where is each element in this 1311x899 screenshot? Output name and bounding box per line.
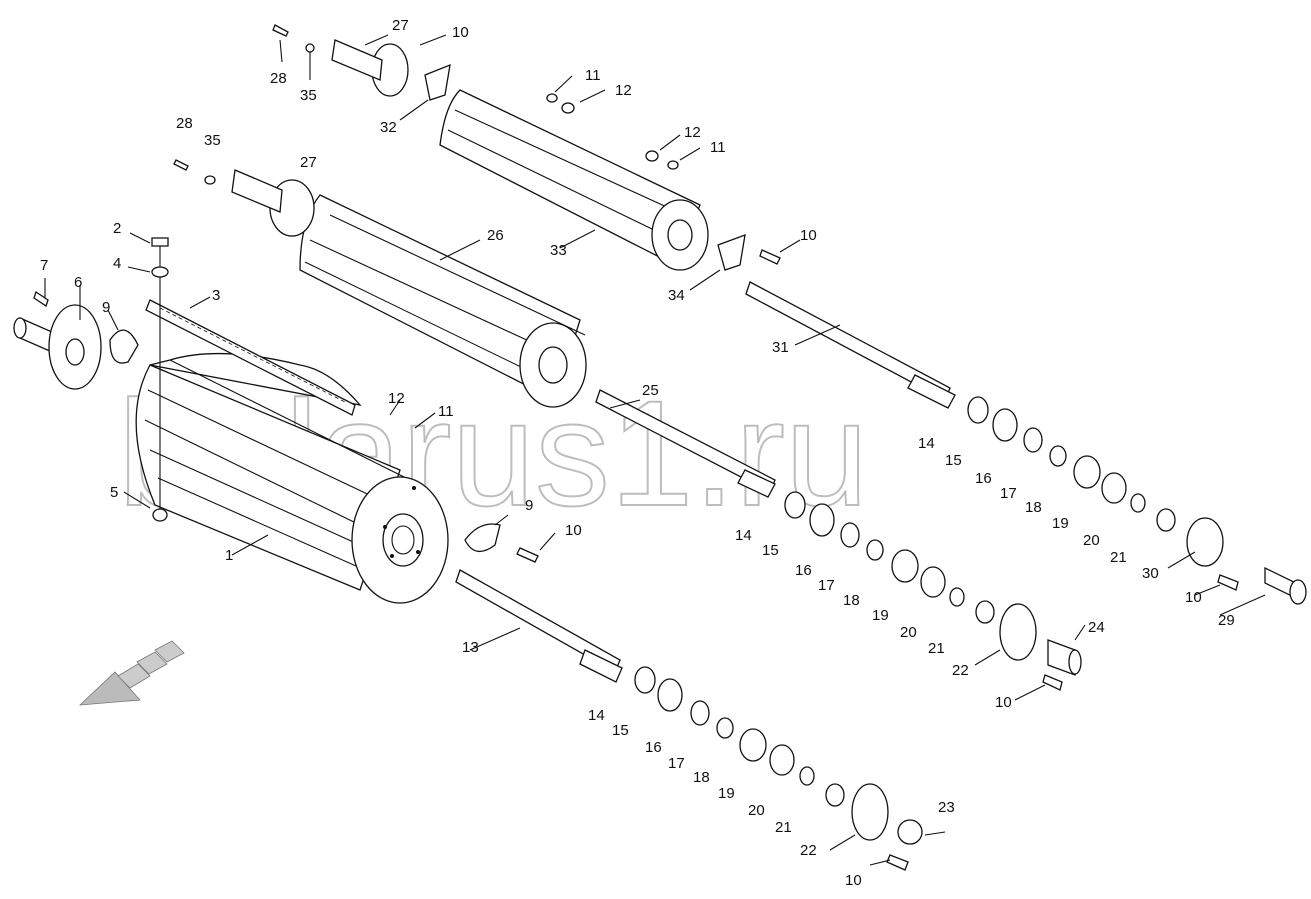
- callout-15-c: 15: [945, 452, 962, 469]
- drum-26: [173, 159, 587, 408]
- callout-35-top: 35: [300, 87, 317, 104]
- callout-35-mid: 35: [204, 132, 221, 149]
- plate-9-left: [109, 329, 139, 364]
- callout-29: 29: [1218, 612, 1235, 629]
- callout-10-stack-b: 10: [995, 694, 1012, 711]
- hub-6: [13, 290, 102, 390]
- callout-15-a: 15: [612, 722, 629, 739]
- callout-19-b: 19: [872, 607, 889, 624]
- callout-27-mid: 27: [300, 154, 317, 171]
- callout-2: 2: [113, 220, 121, 237]
- callout-3: 3: [212, 287, 220, 304]
- callout-30: 30: [1142, 565, 1159, 582]
- callout-4: 4: [113, 255, 121, 272]
- bearing-stack-b: [784, 491, 1082, 691]
- callout-19-a: 19: [718, 785, 735, 802]
- callout-28-top: 28: [270, 70, 287, 87]
- callout-14-b: 14: [735, 527, 752, 544]
- callout-18-c: 18: [1025, 499, 1042, 516]
- callout-18-b: 18: [843, 592, 860, 609]
- callout-12-drum1: 12: [388, 390, 405, 407]
- callout-13: 13: [462, 639, 479, 656]
- callout-34: 34: [668, 287, 685, 304]
- callout-17-a: 17: [668, 755, 685, 772]
- shaft-25: [595, 389, 776, 498]
- callout-11-drum1: 11: [438, 403, 454, 420]
- callout-28-mid: 28: [176, 115, 193, 132]
- callout-5: 5: [110, 484, 118, 501]
- drum-33: [272, 24, 781, 271]
- callout-10-rear: 10: [800, 227, 817, 244]
- callout-21-a: 21: [775, 819, 792, 836]
- callout-19-c: 19: [1052, 515, 1069, 532]
- shaft-31: [745, 281, 956, 409]
- callout-21-b: 21: [928, 640, 945, 657]
- callout-10-top: 10: [452, 24, 469, 41]
- callout-20-c: 20: [1083, 532, 1100, 549]
- callout-24: 24: [1088, 619, 1105, 636]
- callout-31: 31: [772, 339, 789, 356]
- callout-1: 1: [225, 547, 233, 564]
- callout-10-stack-c: 10: [1185, 589, 1202, 606]
- bolt-10-right: [516, 547, 539, 563]
- callout-14-c: 14: [918, 435, 935, 452]
- callout-11-rear: 11: [710, 139, 726, 156]
- callout-32: 32: [380, 119, 397, 136]
- drum-1: [135, 352, 449, 604]
- callout-20-a: 20: [748, 802, 765, 819]
- callout-9-left: 9: [102, 299, 110, 316]
- callout-17-b: 17: [818, 577, 835, 594]
- callout-10-drum: 10: [565, 522, 582, 539]
- callout-17-c: 17: [1000, 485, 1017, 502]
- callout-16-a: 16: [645, 739, 662, 756]
- bearing-stack-a: [634, 666, 923, 871]
- callout-22-a: 22: [800, 842, 817, 859]
- callout-33: 33: [550, 242, 567, 259]
- leader-lines: [44, 34, 1266, 866]
- callout-21-c: 21: [1110, 549, 1127, 566]
- callout-labels: 1 2 3 4 5 6 7 9 9 10 10 10 10 10 10 11 1…: [40, 17, 1235, 889]
- callout-14-a: 14: [588, 707, 605, 724]
- callout-16-c: 16: [975, 470, 992, 487]
- callout-25: 25: [642, 382, 659, 399]
- callout-15-b: 15: [762, 542, 779, 559]
- callout-10-stack-a: 10: [845, 872, 862, 889]
- callout-12-rear: 12: [684, 124, 701, 141]
- callout-22-b: 22: [952, 662, 969, 679]
- callout-11-top: 11: [585, 67, 601, 84]
- callout-12-top: 12: [615, 82, 632, 99]
- callout-20-b: 20: [900, 624, 917, 641]
- callout-27-top: 27: [392, 17, 409, 34]
- callout-6: 6: [74, 274, 82, 291]
- callout-9-right: 9: [525, 497, 533, 514]
- callout-18-a: 18: [693, 769, 710, 786]
- callout-7: 7: [40, 257, 48, 274]
- callout-23: 23: [938, 799, 955, 816]
- callout-26: 26: [487, 227, 504, 244]
- shaft-13: [455, 569, 623, 683]
- bolt-2: [151, 237, 169, 522]
- plate-9-right: [464, 523, 501, 552]
- direction-arrow: [78, 640, 185, 706]
- callout-16-b: 16: [795, 562, 812, 579]
- rasp-bar: [145, 299, 356, 416]
- bearing-stack-c: [967, 396, 1307, 605]
